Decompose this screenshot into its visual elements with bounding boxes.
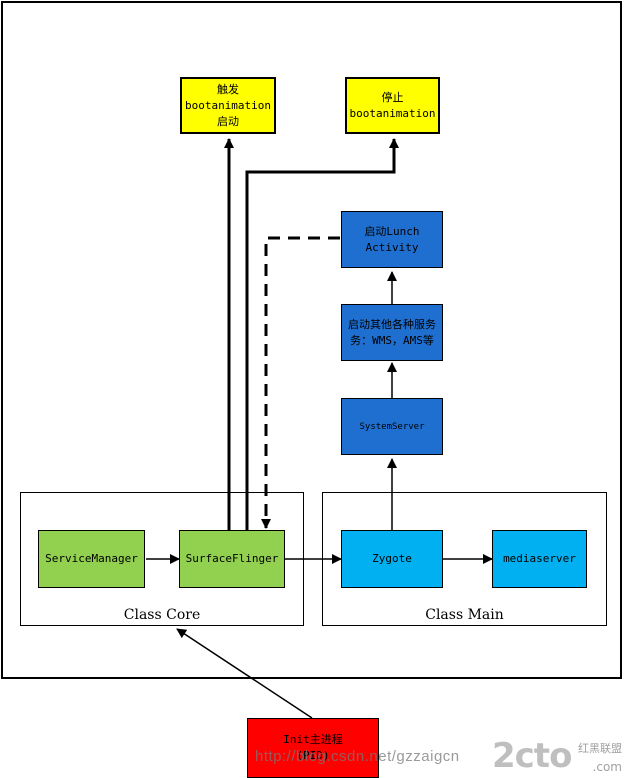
stop-bootanimation-node: 停止 bootanimation [345, 77, 440, 134]
launch-activity-node: 启动Lunch Activity [341, 211, 443, 268]
url-watermark: http://blog.csdn.net/gzzaigcn [255, 748, 460, 765]
class-main-label: Class Main [425, 607, 504, 623]
dashed-arrow-launch-to-surfaceflinger [261, 236, 340, 529]
trigger-bootanimation-node: 触发 bootanimation 启动 [180, 77, 276, 134]
arrow-to-stop-boot [245, 138, 399, 530]
servicemanager-node: ServiceManager [38, 530, 145, 588]
start-services-node: 启动其他各种服务 务：WMS，AMS等 [341, 304, 443, 361]
logo-subtitle: 红黑联盟 [578, 742, 622, 755]
surfaceflinger-node: SurfaceFlinger [179, 530, 285, 588]
mediaserver-node: mediaserver [492, 530, 587, 588]
class-core-label: Class Core [123, 607, 201, 623]
zygote-node: Zygote [341, 530, 443, 588]
systemserver-node: SystemServer [341, 398, 443, 455]
outer-frame [1, 1, 622, 679]
site-logo: 2cto 红黑联盟 .com [492, 736, 624, 776]
arrow-init-to-class-core [176, 628, 313, 719]
logo-text: 2cto [492, 736, 572, 776]
logo-suffix: .com [592, 760, 622, 774]
init-process-node: Init主进程 (PID) [247, 718, 379, 778]
